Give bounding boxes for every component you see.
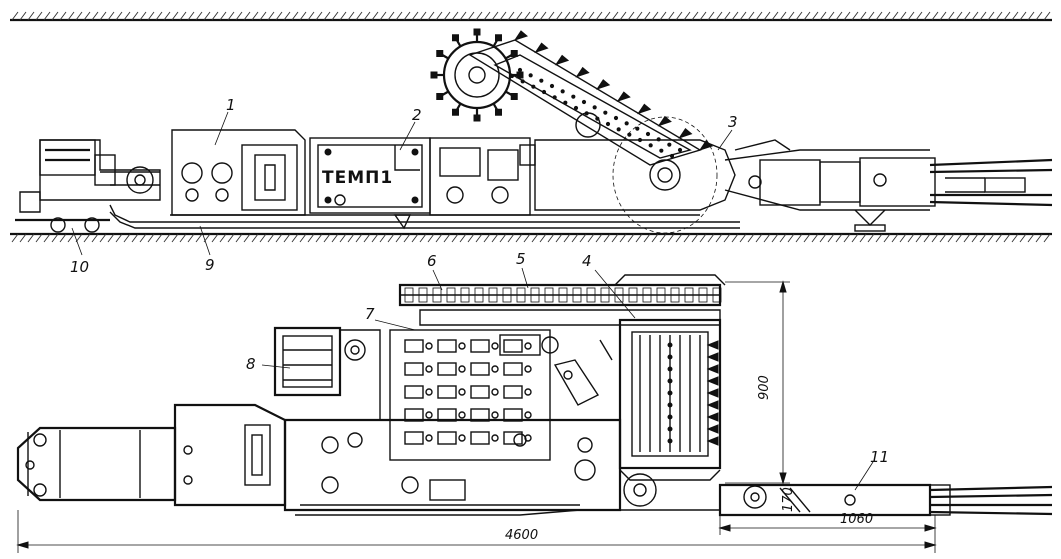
dimension-tail-label: 1060	[840, 512, 873, 527]
motor-block	[171, 129, 306, 216]
drum-teeth	[430, 28, 524, 122]
roof-hatching	[11, 11, 1051, 21]
side-elevation-view: ТЕМП1	[10, 11, 1053, 243]
lifting-jack	[553, 339, 613, 406]
gearbox-temp: ТЕМП1	[309, 137, 431, 230]
bottom-rail	[109, 204, 740, 229]
floor-hatching	[11, 233, 1051, 243]
valve-grid	[404, 339, 532, 445]
dimension-gap: 170	[781, 487, 796, 512]
plan-motor-housing	[173, 403, 287, 507]
callout-7: 7	[365, 305, 375, 323]
operator-platform	[273, 326, 381, 420]
plan-body-frame	[283, 418, 622, 516]
dimension-width: 900	[725, 280, 790, 485]
cutter-teeth	[513, 30, 714, 151]
cutting-drum	[430, 28, 601, 138]
hydraulic-block	[429, 137, 536, 216]
plan-cutting-head	[614, 274, 726, 481]
callout-9: 9	[205, 256, 215, 274]
dimension-width-label: 900	[757, 375, 772, 400]
rear-nose-unit	[16, 426, 177, 502]
bar-holes	[509, 67, 683, 159]
conveyor-links	[404, 287, 722, 303]
rear-drive-unit	[15, 139, 161, 233]
dimension-gap-label: 170	[781, 487, 796, 512]
callout-4: 4	[582, 252, 592, 270]
callouts: 1 2 3 9 10 6 5 4 7 8 11	[70, 96, 889, 491]
dimension-tail-length: 1060	[718, 512, 937, 535]
callout-1: 1	[226, 96, 236, 114]
callout-11: 11	[870, 448, 889, 466]
plan-front-cable	[600, 473, 1053, 517]
cutting-bar	[468, 30, 714, 166]
dimension-total-length: 4600	[16, 510, 937, 553]
callout-8: 8	[246, 355, 256, 373]
callout-6: 6	[427, 252, 437, 270]
callout-3: 3	[728, 113, 738, 131]
callout-10: 10	[70, 258, 89, 276]
callout-5: 5	[516, 250, 526, 268]
plan-view: 900 170 4600 1060	[16, 274, 1053, 553]
dimension-total-label: 4600	[505, 528, 538, 543]
front-cable-assembly	[724, 139, 1053, 232]
cutting-head-bars	[639, 335, 719, 452]
callout-2: 2	[412, 106, 422, 124]
valve-block	[389, 329, 559, 461]
temp-stamp-label: ТЕМП1	[322, 168, 393, 188]
